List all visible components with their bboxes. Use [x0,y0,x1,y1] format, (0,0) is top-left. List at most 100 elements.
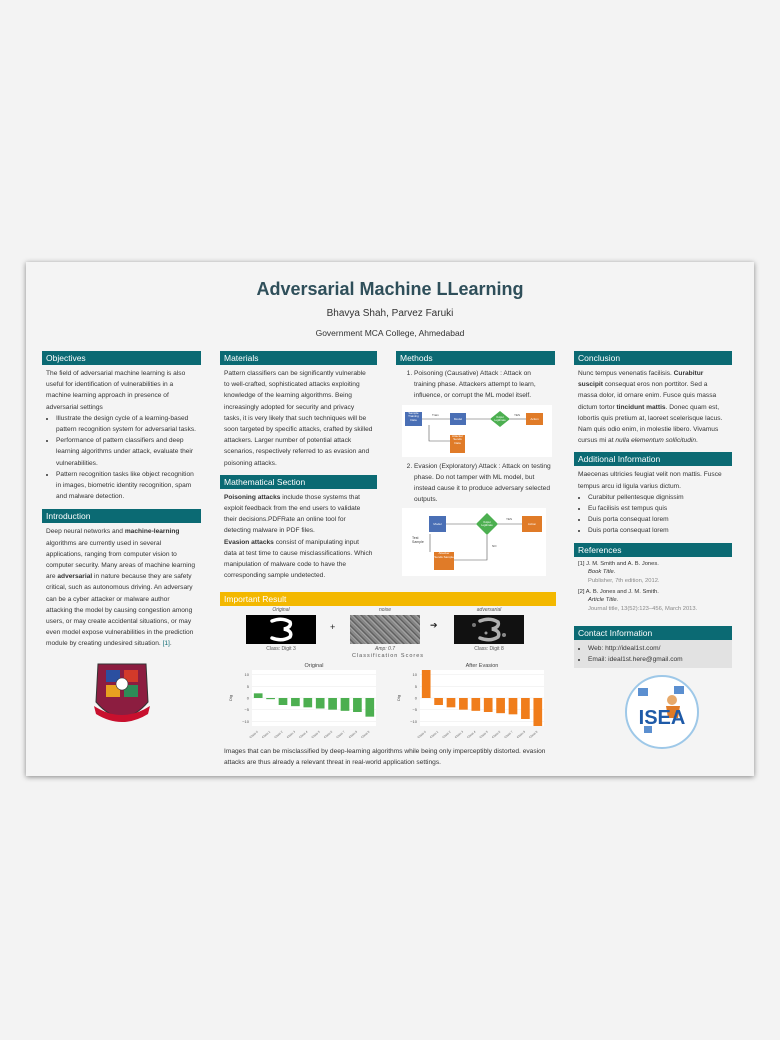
ref-title: Article Title. [588,597,619,604]
list-item: Pattern recognition tasks like object re… [56,469,197,503]
list-item: Curabitur pellentesque dignissim [588,492,728,503]
references-header: References [574,542,732,557]
chart-bar [471,698,481,711]
chart-xtick: Class 7 [503,729,513,739]
introduction-body: Deep neural networks and machine-learnin… [42,523,201,649]
chart-xtick: Class 8 [516,729,526,739]
poisoning-diagram-lines [422,410,526,441]
chart-ytick: 5 [415,684,418,689]
noise-image [350,615,420,644]
reference-item: [1] J. M. Smith and A. B. Jones. Book Ti… [578,560,728,586]
math-bold: Evasion attacks [224,538,274,546]
chart-bar [340,698,350,711]
chart-bar [459,698,468,710]
contact-email-link[interactable]: Email: ideal1st.here@gmail.com [588,654,728,665]
scores-title: Classification Scores [351,653,425,659]
poster-title: Adversarial Machine LLearning [256,279,524,299]
intro-text: . [169,640,172,648]
diagram-train-label: Train [432,412,439,417]
chart-bar [303,698,313,708]
list-item: Illustrate the design cycle of a learnin… [56,413,197,435]
list-item: Evasion (Exploratory) Attack : Attack on… [414,461,551,506]
img-caption-noise: Amp: 0.7 [374,646,395,652]
chart-xtick: Class 3 [454,729,464,739]
chart-bar [365,698,375,717]
ref-authors: A. B. Jones and J. M. Smith. [585,588,659,595]
ref-pub: Publisher, 7th edition, 2012. [588,578,660,585]
evasion-attacker: Attacker Sends Sample [434,552,454,571]
intro-text: in nature because they are safety critic… [46,573,194,648]
isea-logo-text: ISEA [639,707,686,729]
chart-ylabel: Dig [396,695,401,701]
isea-logo-icon: ISEA [625,675,699,750]
chart-xtick: Class 2 [441,729,451,739]
result-figure: Original noise adversarial + ➔ [220,606,556,744]
chart-ytick: 0 [247,696,250,701]
conclusion-body: Nunc tempus venenatis facilisis. Curabit… [574,365,732,446]
img-label-adversarial: adversarial [476,607,502,613]
diagram-model: Model [450,412,466,425]
diagram-action: Action [526,412,543,425]
chart-bar [315,698,325,709]
chart-bar [353,698,362,712]
chart-bar [508,698,518,715]
evasion-action: Action [522,516,542,533]
chart-xtick: Class 2 [273,729,283,739]
intro-text: Deep neural networks and [46,528,125,536]
conclusion-bold: tincidunt mattis [616,403,666,411]
methods-body-2: Evasion (Exploratory) Attack : Attack on… [396,457,555,506]
chart-bar [253,693,263,698]
chart-title: After Evasion [466,663,499,669]
chart-xtick: Class 5 [311,729,321,739]
chart-ytick: 10 [413,672,418,677]
chart-xtick: Class 4 [466,729,476,739]
column-4: Conclusion Nunc tempus venenatis facilis… [574,351,732,750]
chart-bar [521,698,530,719]
poisoning-diagram: Sample Training Data Train Model Output … [402,404,552,457]
chart-bar [291,698,300,707]
ref-title: Book Title. [588,569,616,576]
conclusion-text: . [696,437,698,445]
chart-ytick: −5 [412,707,417,712]
ref-num: [1] [578,560,585,567]
chart-ytick: 5 [247,684,250,689]
chart-xtick: Class 8 [348,729,358,739]
digit-three-noisy-icon [454,615,524,644]
evasion-model: Model [429,516,446,533]
affiliation: Government MCA College, Ahmedabad [315,328,465,338]
img-label-noise: noise [379,607,391,613]
adversarial-digit-image [454,615,524,644]
gtu-logo [90,658,154,736]
chart-ytick: 0 [415,696,418,701]
additional-body: Maecenas ultricies feugiat velit non mat… [574,466,732,536]
chart-xtick: Class 3 [286,729,296,739]
ref-num: [2] [578,588,585,595]
original-digit-image [246,615,316,644]
contact-header: Contact Information [574,625,732,640]
materials-header: Materials [220,351,377,365]
chart-bar [483,698,493,712]
chart-ytick: 10 [245,672,250,677]
objectives-list: Illustrate the design cycle of a learnin… [46,413,197,503]
math-header: Mathematical Section [220,474,377,489]
diagram-attacker: Attacker Sends Data [450,434,465,453]
list-item: Performance of pattern classifiers and d… [56,435,197,469]
evasion-test-sample: Test Sample [412,536,424,545]
result-caption: Images that can be misclassified by deep… [224,748,546,767]
chart-xtick: Class 4 [298,729,308,739]
additional-header: Additional Information [574,452,732,467]
poster: Adversarial Machine LLearning Bhavya Sha… [26,262,754,776]
gtu-logo-icon [94,663,150,722]
chart-xtick: Class 0 [417,729,427,739]
methods-header: Methods [396,351,555,365]
contact-web-link[interactable]: Web: http://ideal1st.com/ [588,643,728,654]
img-caption-original: Class: Digit 3 [266,646,296,652]
chart-xtick: Class 9 [528,729,538,739]
ref-authors: J. M. Smith and A. B. Jones. [586,560,659,567]
chart-bar [328,698,337,710]
evasion-no-label: NO [492,544,497,549]
citation-link[interactable]: [1] [162,640,170,648]
evasion-diagram-lines [429,513,522,561]
introduction-header: Introduction [42,509,201,524]
plus-icon: + [330,622,336,632]
